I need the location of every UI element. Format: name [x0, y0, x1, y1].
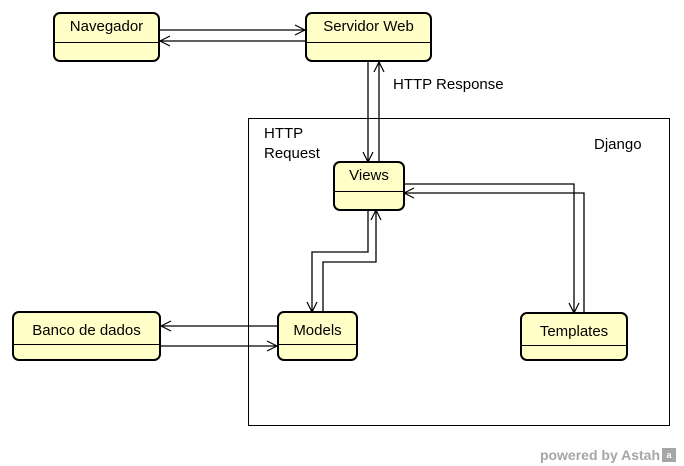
label-http-request-line2: Request [264, 145, 320, 162]
watermark: powered by Astah a [540, 447, 676, 463]
node-label: Models [293, 322, 342, 339]
label-django: Django [594, 136, 642, 153]
label-http-request-line1: HTTP [264, 125, 304, 142]
node-divider [522, 345, 626, 346]
node-navegador[interactable]: Navegador [53, 12, 160, 62]
node-divider [279, 344, 356, 345]
node-divider [335, 191, 403, 192]
arrow-views-to-templates [404, 183, 574, 313]
watermark-text: powered by Astah [539, 447, 660, 463]
node-servidor-web[interactable]: Servidor Web [305, 12, 432, 62]
arrow-models-to-views [322, 210, 376, 312]
node-views[interactable]: Views [333, 161, 405, 211]
node-label: Banco de dados [32, 322, 141, 339]
node-divider [307, 42, 430, 43]
node-label: Views [349, 167, 389, 184]
label-http-response: HTTP Response [393, 76, 504, 93]
node-divider [55, 42, 158, 43]
node-label: Navegador [69, 18, 144, 35]
node-models[interactable]: Models [277, 311, 358, 361]
node-banco-de-dados[interactable]: Banco de dados [12, 311, 161, 361]
node-divider [14, 344, 159, 345]
astah-logo-icon: a [662, 448, 676, 462]
node-label: Servidor Web [323, 18, 414, 35]
node-label: Templates [539, 323, 609, 340]
arrow-templates-to-views [404, 193, 585, 313]
node-templates[interactable]: Templates [520, 312, 628, 361]
django-frame [248, 118, 670, 426]
arrow-views-to-models [312, 210, 369, 312]
